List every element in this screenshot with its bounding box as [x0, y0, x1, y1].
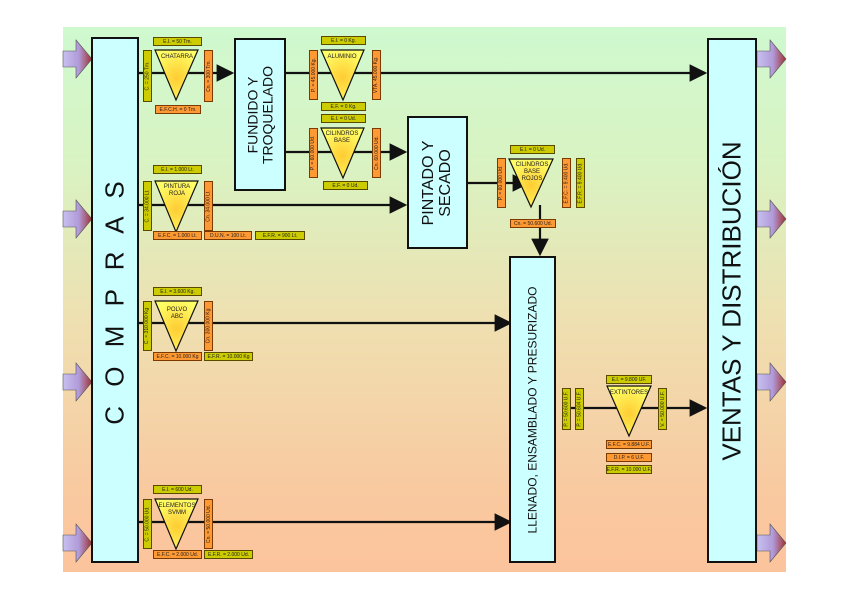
process-ventas-label: VENTAS Y DISTRIBUCIÓN: [716, 140, 747, 461]
output-arrow-2: [756, 199, 787, 239]
cilindros-rojos-efc: E.F.C. = 9.400 Ud.: [562, 158, 571, 208]
elementos-cn: Cn. = 50.000 Ud.: [204, 499, 213, 549]
inventory-pintura-triangle: [154, 180, 199, 234]
inventory-extintores-triangle: [606, 385, 652, 438]
polvo-ei: E.I. = 3.600 Kg.: [153, 287, 202, 296]
elementos-efr: E.F.R. = 2.000 Ud.: [204, 550, 253, 559]
cilindros-base-name: CILINDROS BASE: [325, 131, 359, 144]
cilindros-base-cn: Cn. 60.000 Ud.: [372, 128, 381, 178]
elementos-name: ELEMENTOS SVMM: [158, 503, 196, 516]
extintores-p1: P. = 50.600 U.F.: [562, 388, 571, 430]
input-arrow-3: [62, 362, 93, 402]
extintores-efr: E.F.R. = 10.000 U.F.: [606, 465, 652, 474]
extintores-efc: E.F.C. = 9.884 U.F.: [606, 440, 652, 449]
process-compras: C O M P R A S: [91, 37, 139, 563]
output-arrow-3: [756, 362, 787, 402]
input-arrow-4: [62, 523, 93, 563]
polvo-cn: Cn. 300.000 Kg: [204, 301, 213, 351]
extintores-dip: D.I.P. = 6 U.F.: [606, 453, 652, 462]
elementos-efc: E.F.C. = 2.000 Ud.: [153, 550, 202, 559]
aluminio-p: P. = 45.000 Kg.: [309, 50, 318, 100]
inventory-polvo-triangle: [154, 300, 199, 353]
elementos-ei: E.I. = 600 Ud.: [153, 485, 202, 494]
aluminio-ef: E.F. = 0 Kg.: [321, 102, 366, 111]
output-arrow-4: [756, 523, 787, 563]
cilindros-rojos-ei: E.I. = 0 Ud.: [510, 145, 555, 154]
aluminio-ei: E.I. = 0 Kg.: [321, 36, 366, 45]
cilindros-rojos-efr: E.F.R. = 9.400 Ud.: [576, 158, 585, 208]
chatarra-efch: E.F.C.H. = 0 Tm.: [155, 105, 201, 114]
elementos-c: C. = 50.000 Ud.: [143, 499, 152, 549]
polvo-efr: E.F.R. = 10.000 Kg: [204, 352, 253, 361]
pintura-name: PINTURA ROJA: [163, 184, 191, 197]
polvo-name: POLVO ABC: [166, 307, 188, 320]
pintura-efc: E.F.C. = 1.000 Lt.: [153, 231, 202, 240]
inventory-cilindros-rojos-triangle: [508, 158, 554, 209]
input-arrow-1: [62, 39, 93, 79]
process-fundido-label: FUNDIDO Y TROQUELADO: [244, 65, 275, 164]
inventory-aluminio-triangle: [320, 49, 365, 102]
chatarra-c: C. = 250 Tm.: [143, 50, 152, 102]
input-arrow-2: [62, 199, 93, 239]
pintura-c: C. = 34.000 Lt.: [143, 181, 152, 231]
pintura-ei: E.I. = 1.000 Lt.: [153, 165, 202, 174]
extintores-v: V. = 50.000 U.F.: [658, 388, 667, 430]
aluminio-name: ALUMINIO: [327, 54, 357, 60]
process-compras-label: C O M P R A S: [99, 175, 130, 425]
process-fundido: FUNDIDO Y TROQUELADO: [234, 38, 286, 191]
pintura-cn: Cn. 34.000 Lt.: [204, 181, 213, 231]
process-llenado: LLENADO, ENSAMBLADO Y PRESURIZADO: [509, 256, 556, 563]
process-llenado-label: LLENADO, ENSAMBLADO Y PRESURIZADO: [525, 286, 540, 533]
chatarra-name: CHATARRA: [160, 54, 194, 60]
output-arrow-1: [756, 39, 787, 79]
process-pintado: PINTADO Y SECADO: [407, 116, 468, 249]
process-ventas: VENTAS Y DISTRIBUCIÓN: [707, 38, 757, 563]
aluminio-vta: VTA. 45.000 Kg.: [372, 50, 381, 100]
pintura-efr: E.F.R. = 900 Lt.: [255, 231, 305, 240]
inventory-cilindros-base-triangle: [320, 127, 365, 180]
cilindros-base-ei: E.I. = 0 Ud.: [321, 114, 366, 123]
cilindros-rojos-cn: Cn. = 50.600 Ud.: [510, 219, 556, 228]
cilindros-rojos-p: P. = 60.000 Ud.: [497, 158, 506, 208]
extintores-p2: P. = 50.604 U.F.: [575, 388, 584, 430]
pintura-dun: D.U.N. = 100 Lt.: [204, 231, 252, 240]
polvo-c: C. = 310.000 Kg: [143, 301, 152, 351]
process-pintado-label: PINTADO Y SECADO: [419, 140, 454, 225]
cilindros-base-p: P. = 60.000 Ud.: [309, 128, 318, 178]
inventory-elementos-triangle: [154, 498, 199, 551]
chatarra-cn: Cn. = 300 Tm.: [204, 50, 213, 102]
extintores-name: EXTINTORES: [609, 390, 649, 396]
extintores-ei: E.I. = 9.800 UF.: [606, 375, 652, 384]
inventory-chatarra-triangle: [154, 49, 199, 102]
cilindros-base-ef: E.F. = 0 Ud.: [323, 181, 368, 190]
cilindros-rojos-name: CILINDROS BASE ROJOS: [515, 162, 549, 182]
chatarra-ei: E.I. = 50 Tm.: [153, 37, 202, 46]
polvo-efc: E.F.C. = 10.000 Kg: [153, 352, 202, 361]
